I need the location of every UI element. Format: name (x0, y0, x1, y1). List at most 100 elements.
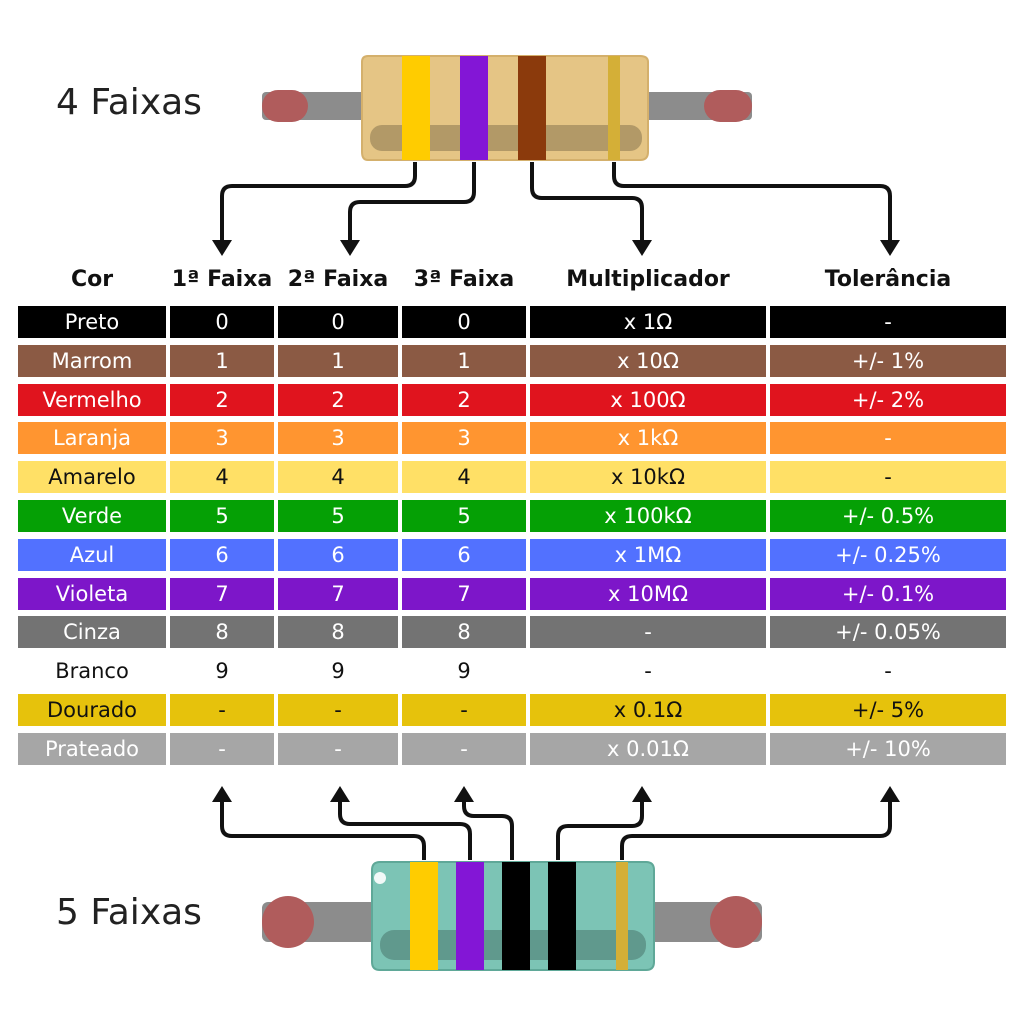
arrow-down-icon (340, 240, 360, 256)
band-3-cell: 1 (402, 345, 526, 377)
band-1-cell: - (170, 694, 274, 726)
band-2-cell: 4 (278, 461, 398, 493)
band-1-cell: 0 (170, 306, 274, 338)
multiplier-cell: x 0.1Ω (530, 694, 766, 726)
color-name-cell: Dourado (18, 694, 166, 726)
band-2-cell: 7 (278, 578, 398, 610)
arrow-down-icon (530, 162, 644, 246)
color-name-cell: Amarelo (18, 461, 166, 493)
band-3-cell: 3 (402, 422, 526, 454)
resistor-5-lead-right-tip (710, 896, 762, 948)
multiplier-cell: x 100kΩ (530, 500, 766, 532)
arrow-up-icon (220, 796, 426, 860)
band-1-cell: 9 (170, 655, 274, 687)
resistor-4-band-3 (518, 56, 546, 160)
arrow-up-icon (632, 786, 652, 802)
tolerance-cell: +/- 0.25% (770, 539, 1006, 571)
tolerance-cell: +/- 0.5% (770, 500, 1006, 532)
arrowheads-bottom (212, 786, 900, 802)
color-name-cell: Azul (18, 539, 166, 571)
tolerance-cell: +/- 0.1% (770, 578, 1006, 610)
arrow-up-icon (880, 786, 900, 802)
arrow-up-icon (620, 796, 892, 860)
band-2-cell: 6 (278, 539, 398, 571)
resistor-5-band-5 (616, 862, 628, 970)
band-1-cell: 5 (170, 500, 274, 532)
color-name-cell: Marrom (18, 345, 166, 377)
band-2-cell: 5 (278, 500, 398, 532)
resistor-4-band-2 (460, 56, 488, 160)
tolerance-cell: - (770, 306, 1006, 338)
band-2-cell: 0 (278, 306, 398, 338)
tolerance-cell: +/- 0.05% (770, 616, 1006, 648)
arrows-bottom (220, 796, 892, 860)
color-name-cell: Branco (18, 655, 166, 687)
tolerance-cell: +/- 10% (770, 733, 1006, 765)
band-3-cell: 2 (402, 384, 526, 416)
resistor-4-body (361, 55, 649, 161)
resistor-4-band-1 (402, 56, 430, 160)
band-1-cell: 8 (170, 616, 274, 648)
band-2-cell: 8 (278, 616, 398, 648)
band-3-cell: 7 (402, 578, 526, 610)
resistor-4-band-4 (608, 56, 620, 160)
color-name-cell: Prateado (18, 733, 166, 765)
resistor-4-bands (212, 55, 900, 256)
tolerance-cell: - (770, 461, 1006, 493)
multiplier-cell: x 1kΩ (530, 422, 766, 454)
five-bands-label: 5 Faixas (56, 892, 202, 933)
tolerance-cell: - (770, 655, 1006, 687)
multiplier-cell: x 1Ω (530, 306, 766, 338)
arrow-down-icon (632, 240, 652, 256)
band-2-cell: 1 (278, 345, 398, 377)
multiplier-cell: x 1MΩ (530, 539, 766, 571)
arrow-down-icon (348, 162, 476, 246)
tolerance-cell: - (770, 422, 1006, 454)
multiplier-cell: x 10MΩ (530, 578, 766, 610)
arrow-down-icon (612, 162, 892, 246)
resistor-5-band-3 (502, 862, 530, 970)
band-1-cell: - (170, 733, 274, 765)
multiplier-cell: x 10kΩ (530, 461, 766, 493)
resistor-4-shadow (370, 125, 642, 151)
resistor-5-band-1 (410, 862, 438, 970)
header-color: Cor (70, 266, 114, 292)
multiplier-cell: x 100Ω (530, 384, 766, 416)
band-3-cell: 9 (402, 655, 526, 687)
resistor-5-highlight (374, 872, 386, 884)
band-1-cell: 6 (170, 539, 274, 571)
band-3-cell: 5 (402, 500, 526, 532)
arrow-down-icon (212, 240, 232, 256)
resistor-4-lead-left-tip (262, 90, 308, 122)
band-1-cell: 2 (170, 384, 274, 416)
color-name-cell: Vermelho (18, 384, 166, 416)
resistor-5-band-2 (456, 862, 484, 970)
band-1-cell: 3 (170, 422, 274, 454)
color-name-cell: Violeta (18, 578, 166, 610)
band-3-cell: 4 (402, 461, 526, 493)
resistor-5-bands (212, 786, 900, 971)
band-1-cell: 4 (170, 461, 274, 493)
band-1-cell: 7 (170, 578, 274, 610)
band-3-cell: 0 (402, 306, 526, 338)
band-2-cell: - (278, 694, 398, 726)
arrow-down-icon (220, 162, 417, 246)
arrow-up-icon (330, 786, 350, 802)
band-3-cell: - (402, 733, 526, 765)
header-multiplier: Multiplicador (566, 266, 730, 292)
arrow-down-icon (880, 240, 900, 256)
color-name-cell: Cinza (18, 616, 166, 648)
band-2-cell: 2 (278, 384, 398, 416)
header-band-2: 2ª Faixa (287, 266, 389, 292)
band-2-cell: - (278, 733, 398, 765)
band-3-cell: 8 (402, 616, 526, 648)
header-band-1: 1ª Faixa (171, 266, 273, 292)
resistor-5-band-4 (548, 862, 576, 970)
color-name-cell: Laranja (18, 422, 166, 454)
arrow-up-icon (338, 796, 472, 860)
band-2-cell: 3 (278, 422, 398, 454)
band-2-cell: 9 (278, 655, 398, 687)
arrow-up-icon (462, 796, 514, 860)
color-name-cell: Verde (18, 500, 166, 532)
